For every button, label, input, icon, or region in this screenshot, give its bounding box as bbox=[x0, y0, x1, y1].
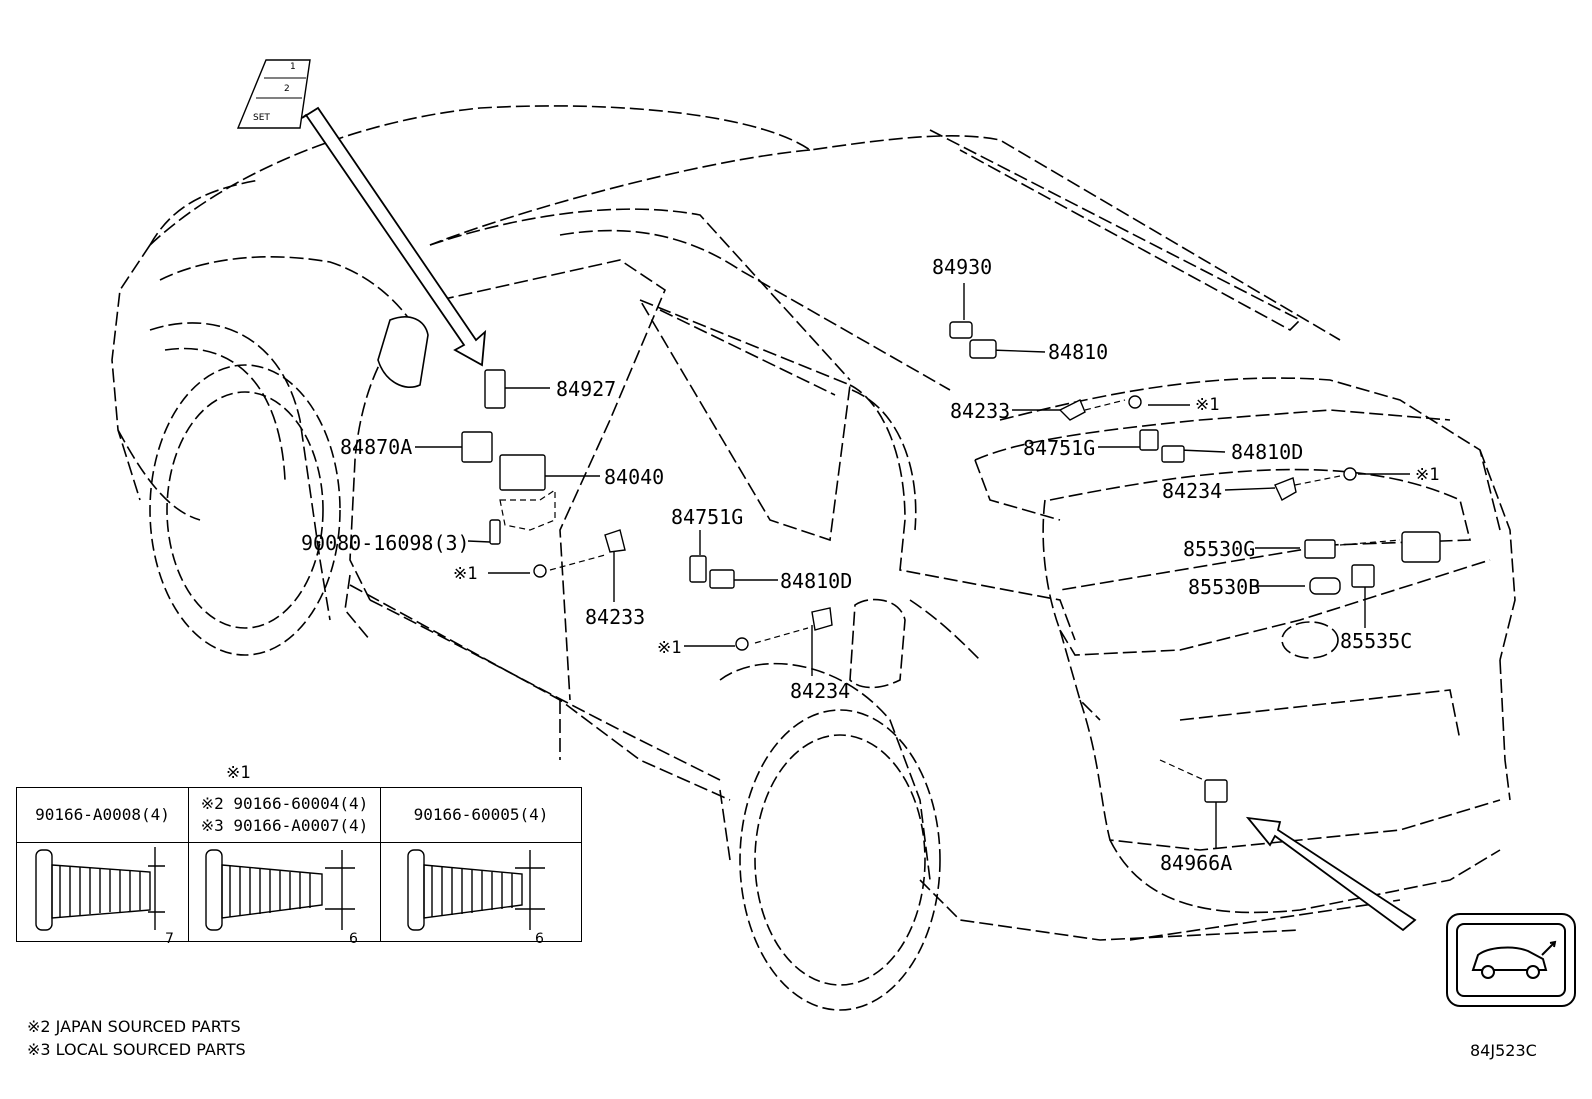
label-85535C: 85535C bbox=[1340, 629, 1413, 653]
part-84930 bbox=[949, 321, 973, 339]
bolt-drawing-2 bbox=[205, 849, 355, 931]
part-84810D-right bbox=[1161, 445, 1185, 463]
spec-drawing-3: 6 bbox=[381, 843, 581, 947]
side-mirror bbox=[377, 316, 429, 388]
part-84233-top bbox=[1058, 399, 1086, 421]
keypad-key-2: 2 bbox=[284, 84, 290, 94]
car-icon bbox=[1471, 940, 1557, 979]
spec-drawing-2: 6 bbox=[189, 843, 381, 947]
label-note1-right: ※1 bbox=[1415, 465, 1440, 485]
bolt-right bbox=[1343, 467, 1357, 481]
label-84810: 84810 bbox=[1048, 340, 1109, 364]
front-wheel-arch bbox=[149, 322, 331, 621]
arrow-switch bbox=[301, 106, 487, 367]
bolt-drawing-1 bbox=[35, 847, 165, 931]
front-wheel bbox=[166, 391, 324, 629]
label-note1-bottom: ※1 bbox=[657, 638, 682, 658]
label-84751G-mid: 84751G bbox=[671, 505, 744, 529]
part-84233-mid bbox=[604, 529, 626, 553]
spec-part-col1: 90166-A0008(4) bbox=[35, 805, 170, 824]
spec-header-1: 90166-A0008(4) bbox=[17, 788, 189, 843]
label-85530B: 85530B bbox=[1188, 575, 1261, 599]
bolt-drawing-3 bbox=[407, 849, 545, 931]
part-85530G bbox=[1304, 539, 1336, 559]
spec-header-3: 90166-60005(4) bbox=[381, 788, 581, 843]
keypad-set-label: SET bbox=[253, 113, 270, 123]
bolt-90080 bbox=[489, 519, 501, 545]
part-85535C bbox=[1351, 564, 1375, 588]
part-84040 bbox=[499, 454, 546, 491]
rear-wheel-arch bbox=[719, 662, 931, 881]
spec-part-col3: 90166-60005(4) bbox=[413, 805, 549, 824]
part-84751G-mid bbox=[689, 555, 707, 583]
part-85530B bbox=[1309, 577, 1341, 595]
label-84234-bottom: 84234 bbox=[790, 679, 851, 703]
bolt-bottom bbox=[735, 637, 749, 651]
label-84870A: 84870A bbox=[340, 435, 413, 459]
power-back-door-icon bbox=[1446, 913, 1576, 1007]
spec-header-2: ※2 90166-60004(4) ※3 90166-A0007(4) bbox=[189, 788, 381, 843]
switch-plate bbox=[1401, 531, 1441, 563]
part-84234-bottom bbox=[811, 607, 833, 631]
label-84930: 84930 bbox=[932, 255, 993, 279]
label-84233-top: 84233 bbox=[950, 399, 1011, 423]
label-85530G: 85530G bbox=[1183, 537, 1256, 561]
part-84927 bbox=[484, 369, 506, 409]
footnote-japan: ※2 JAPAN SOURCED PARTS bbox=[27, 1017, 241, 1036]
keypad-key-1: 1 bbox=[290, 62, 296, 72]
label-note1-top: ※1 bbox=[1195, 395, 1220, 415]
fuel-door bbox=[849, 598, 906, 689]
label-84040: 84040 bbox=[604, 465, 665, 489]
label-84810D-right: 84810D bbox=[1231, 440, 1304, 464]
label-84234-right: 84234 bbox=[1162, 479, 1223, 503]
label-note1-left: ※1 bbox=[453, 564, 478, 584]
spec-part-col2-line2: ※3 90166-A0007(4) bbox=[200, 816, 369, 835]
label-84233-mid: 84233 bbox=[585, 605, 646, 629]
arrow-backdoor bbox=[1245, 816, 1417, 932]
bolt-spec-table: 90166-A0008(4) ※2 90166-60004(4) ※3 9016… bbox=[16, 787, 582, 947]
part-84751G-right bbox=[1139, 429, 1159, 451]
spec-dim-col1: 7 bbox=[165, 931, 174, 947]
part-84810 bbox=[969, 339, 997, 359]
label-84751G-right: 84751G bbox=[1023, 436, 1096, 460]
bolt-left bbox=[533, 564, 547, 578]
spec-group-mark: ※1 bbox=[226, 763, 251, 783]
spec-dim-col3: 6 bbox=[535, 931, 544, 947]
spec-drawing-1: 7 bbox=[17, 843, 189, 947]
part-84234-right bbox=[1274, 477, 1297, 501]
part-84870A bbox=[461, 431, 493, 463]
part-84810D-mid bbox=[709, 569, 735, 589]
spec-dim-col2: 6 bbox=[349, 931, 358, 947]
label-84966A: 84966A bbox=[1160, 851, 1233, 875]
roof-outline bbox=[149, 105, 1341, 341]
label-84927: 84927 bbox=[556, 377, 617, 401]
bolt-top bbox=[1128, 395, 1142, 409]
footnote-local: ※3 LOCAL SOURCED PARTS bbox=[27, 1040, 246, 1059]
memory-switch-keypad bbox=[236, 59, 311, 129]
spec-part-col2-line1: ※2 90166-60004(4) bbox=[200, 794, 369, 813]
label-90080-16098: 90080-16098(3) bbox=[301, 531, 470, 555]
label-84810D-mid: 84810D bbox=[780, 569, 853, 593]
part-84966A bbox=[1204, 779, 1228, 803]
diagram-code: 84J523C bbox=[1470, 1041, 1537, 1060]
rear-wheel bbox=[754, 734, 926, 986]
